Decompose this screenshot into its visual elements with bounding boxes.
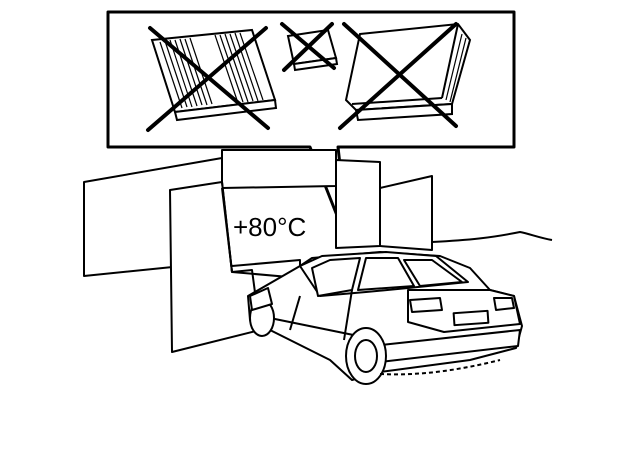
car-illustration (248, 252, 522, 384)
temperature-label: +80°C (233, 214, 306, 240)
